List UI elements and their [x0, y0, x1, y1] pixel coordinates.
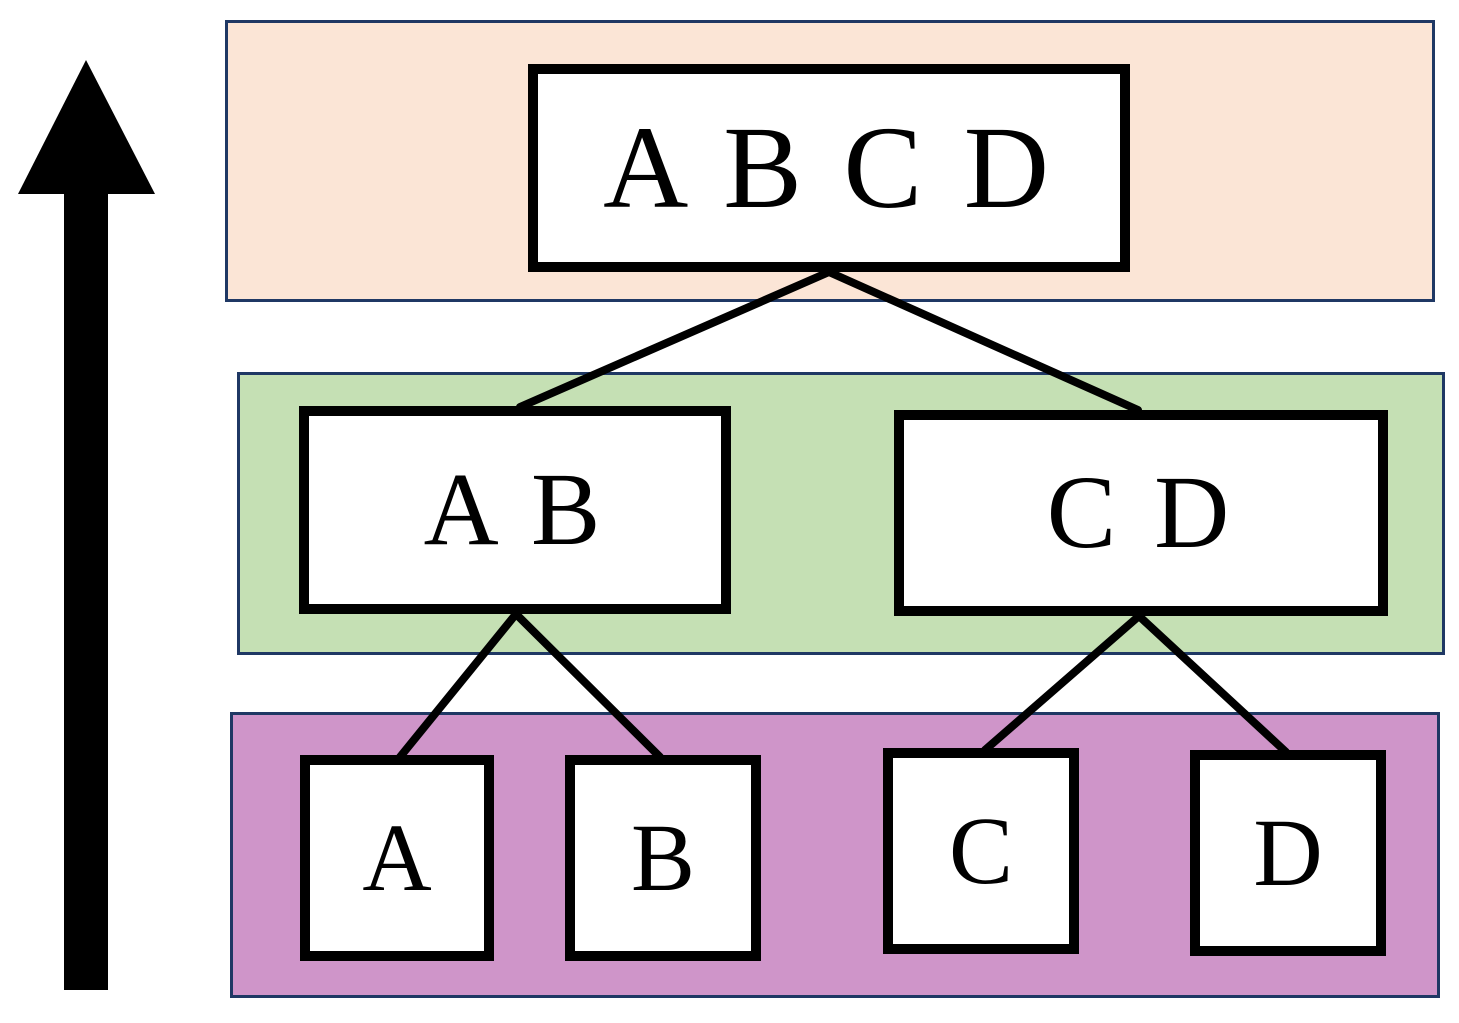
- node-cd: C D: [894, 410, 1388, 616]
- arrow-head: [18, 60, 155, 194]
- node-b: B: [565, 755, 761, 961]
- arrow-shaft: [64, 192, 108, 990]
- node-d: D: [1190, 750, 1386, 956]
- node-a: A: [300, 755, 494, 961]
- node-c: C: [883, 748, 1079, 954]
- node-abcd: A B C D: [528, 64, 1130, 272]
- node-ab: A B: [299, 406, 731, 614]
